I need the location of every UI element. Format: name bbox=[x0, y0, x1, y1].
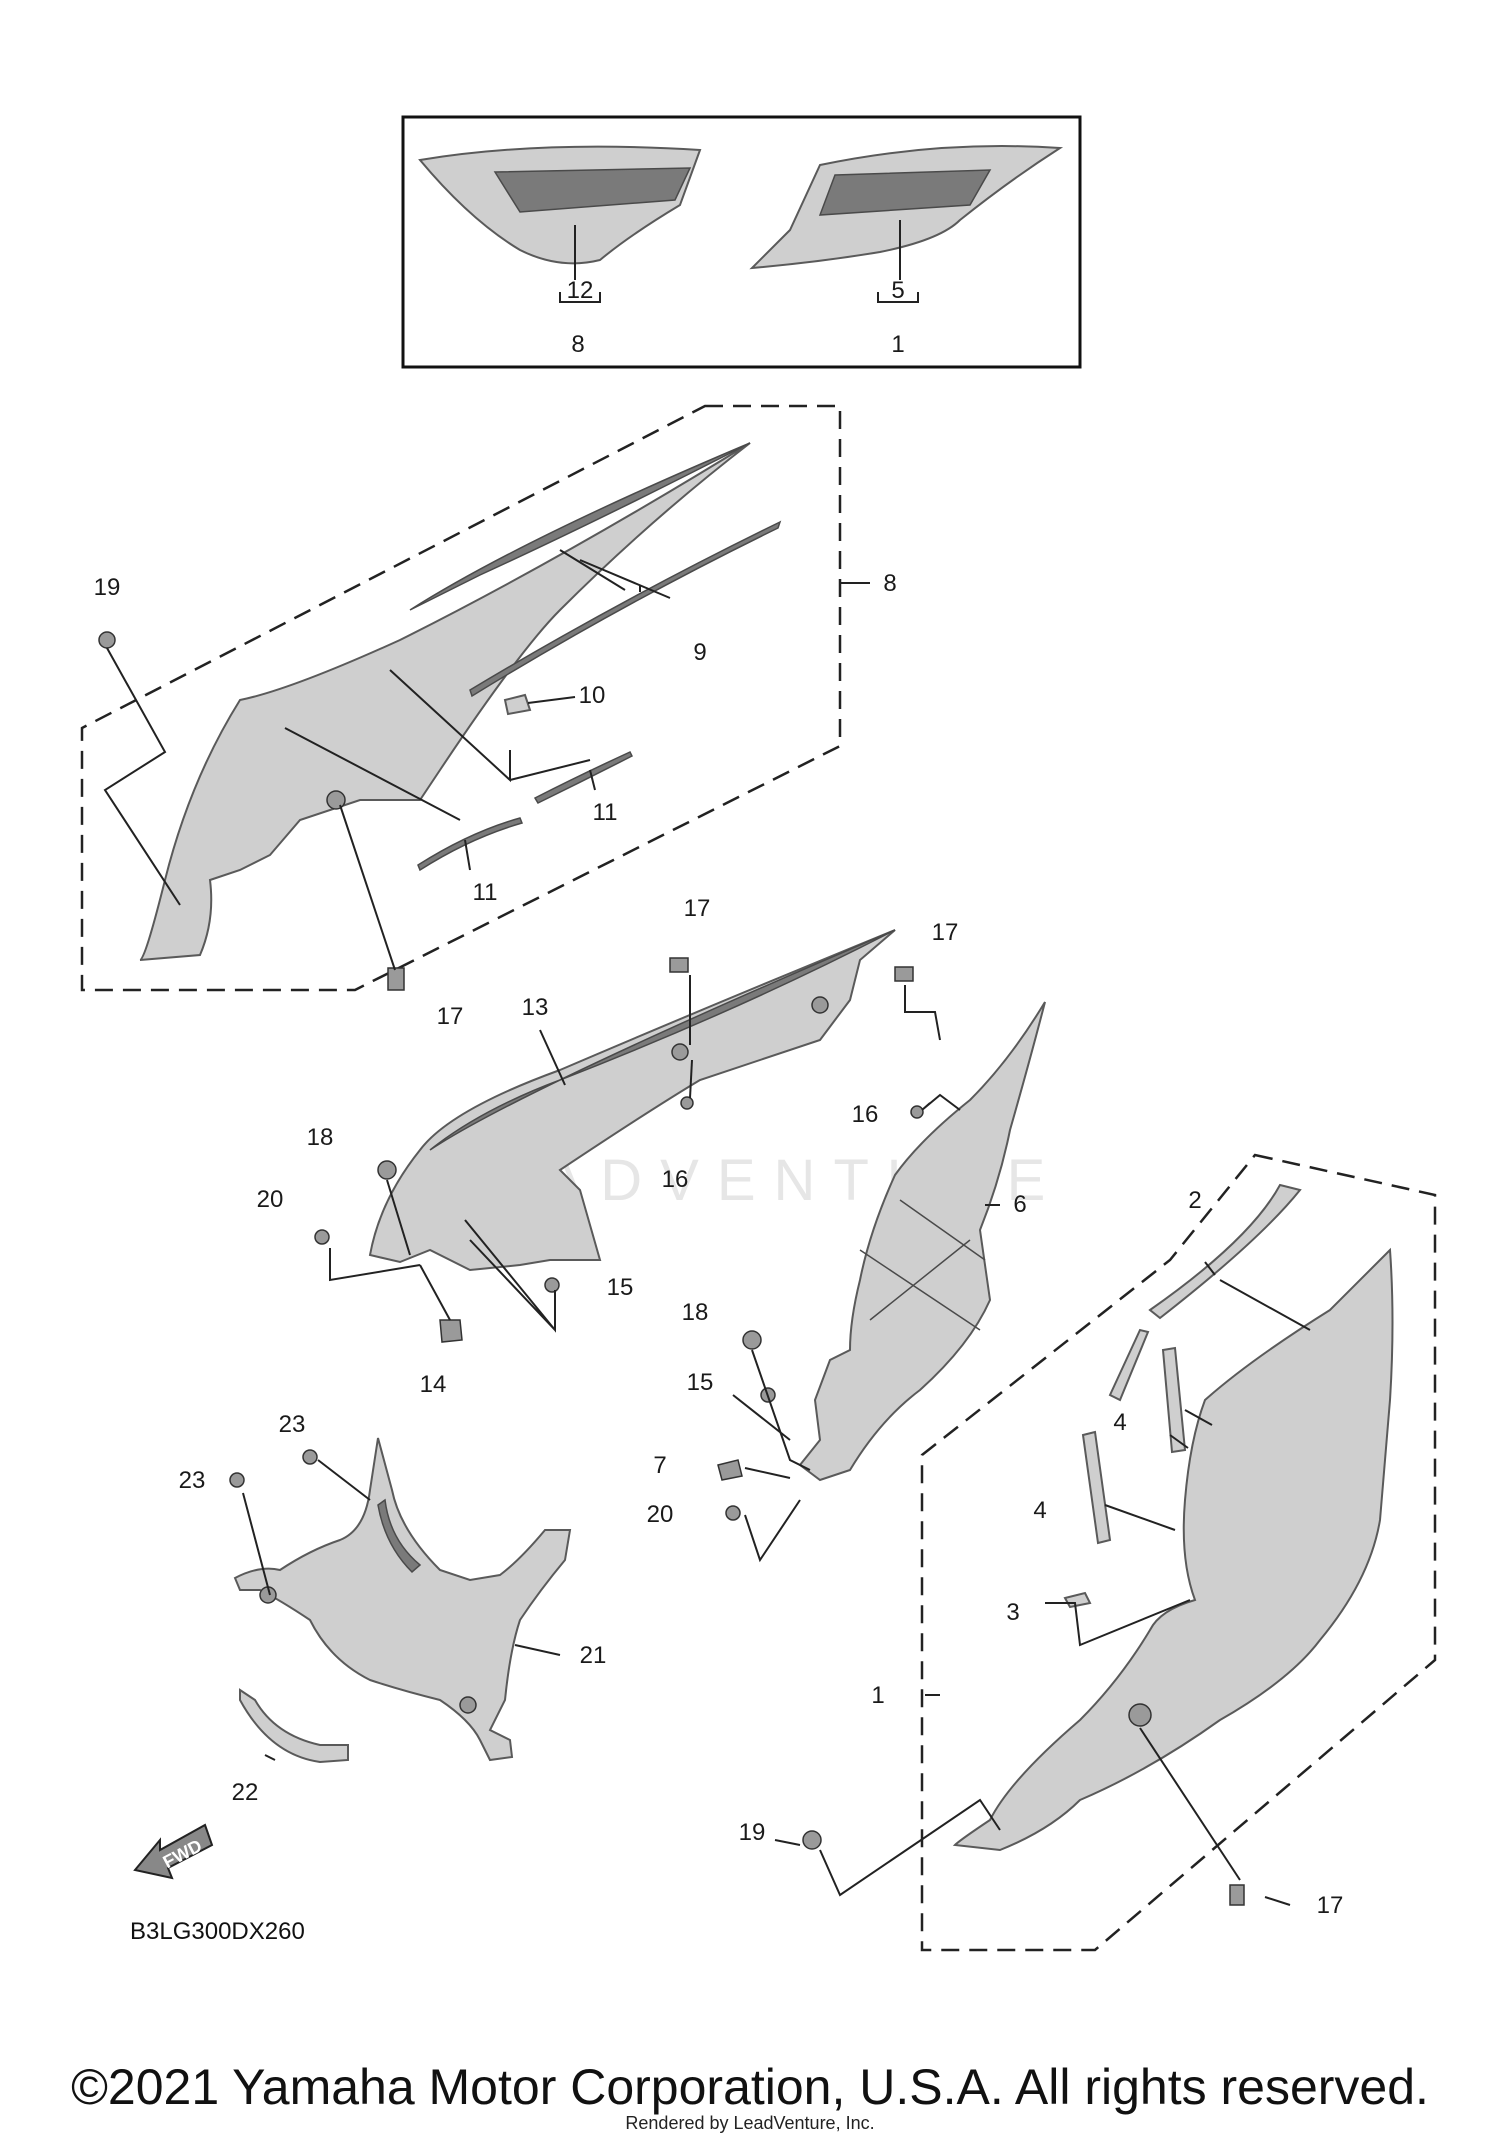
bolt-17-right bbox=[894, 966, 914, 982]
side-cowling-right bbox=[952, 1247, 1394, 1852]
decal-11-lower bbox=[417, 817, 524, 872]
cowling-left-top-stripe bbox=[409, 442, 751, 611]
bolt-19-upper bbox=[98, 631, 116, 649]
nut-15-left bbox=[544, 1277, 560, 1293]
side-cowling-left bbox=[139, 442, 751, 961]
decal-right-stripe bbox=[818, 169, 992, 216]
callout-20-right: 20 bbox=[647, 1501, 674, 1528]
inner-panel-13 bbox=[368, 929, 896, 1272]
callout-14: 14 bbox=[420, 1371, 447, 1398]
callout-21: 21 bbox=[580, 1642, 607, 1669]
nut-16-right bbox=[910, 1105, 924, 1119]
decal-10 bbox=[503, 693, 532, 716]
callout-1-inset: 1 bbox=[891, 331, 904, 358]
callout-2: 2 bbox=[1188, 1187, 1201, 1214]
mount-hole bbox=[326, 790, 346, 810]
callout-23-right: 23 bbox=[279, 1411, 306, 1438]
decal-11-upper bbox=[533, 751, 634, 804]
callout-17-right: 17 bbox=[932, 919, 959, 946]
callout-12: 12 bbox=[567, 277, 594, 304]
clip-7 bbox=[717, 1459, 743, 1481]
clip-14 bbox=[439, 1319, 463, 1343]
callout-18-left: 18 bbox=[307, 1124, 334, 1151]
panel-13-hole-b bbox=[811, 996, 829, 1014]
group-1-outline bbox=[920, 1153, 1437, 1952]
bolt-23-left bbox=[229, 1472, 245, 1488]
bolt-19-lower bbox=[802, 1830, 822, 1850]
decal-left-stripe bbox=[493, 167, 692, 213]
callout-4-upper: 4 bbox=[1113, 1409, 1126, 1436]
decal-9 bbox=[469, 520, 782, 698]
callout-6: 6 bbox=[1013, 1191, 1026, 1218]
callout-9: 9 bbox=[693, 639, 706, 666]
callout-19-lower: 19 bbox=[739, 1819, 766, 1846]
callout-17-mid: 17 bbox=[684, 895, 711, 922]
bolt-18-left bbox=[377, 1160, 397, 1180]
panel-13-top-stripe bbox=[429, 929, 896, 1151]
under-cover-21-rib bbox=[377, 1498, 422, 1574]
rendered-by-text: Rendered by LeadVenture, Inc. bbox=[625, 2113, 875, 2133]
under-cover-hole-b bbox=[459, 1696, 477, 1714]
callout-19-upper: 19 bbox=[94, 574, 121, 601]
callout-13: 13 bbox=[522, 994, 549, 1021]
group-8-outline bbox=[80, 404, 842, 992]
trim-2 bbox=[1148, 1183, 1302, 1320]
clip-20-right bbox=[725, 1505, 741, 1521]
callout-17-upper: 17 bbox=[437, 1003, 464, 1030]
trim-22 bbox=[239, 1688, 349, 1764]
bolt-17-mid bbox=[669, 957, 689, 973]
callout-7: 7 bbox=[653, 1452, 666, 1479]
panel-13-hole-a bbox=[671, 1043, 689, 1061]
callout-8: 8 bbox=[883, 570, 896, 597]
bolt-17-lower bbox=[1229, 1884, 1245, 1906]
clip-20-left bbox=[314, 1229, 330, 1245]
bolt-18-right bbox=[742, 1330, 762, 1350]
callout-4-lower: 4 bbox=[1033, 1497, 1046, 1524]
bolt-17-upper bbox=[387, 967, 405, 991]
cowling-right-hole bbox=[1128, 1703, 1152, 1727]
decal-4-extra bbox=[1108, 1328, 1150, 1402]
diagram-code: B3LG300DX260 bbox=[130, 1918, 305, 1945]
callout-15-right: 15 bbox=[687, 1369, 714, 1396]
fwd-arrow: FWD bbox=[133, 1823, 214, 1880]
bolt-23-right bbox=[302, 1449, 318, 1465]
callout-15-left: 15 bbox=[607, 1274, 634, 1301]
callout-8-inset: 8 bbox=[571, 331, 584, 358]
callout-16-right: 16 bbox=[852, 1101, 879, 1128]
clip-3 bbox=[1063, 1591, 1092, 1609]
callout-3: 3 bbox=[1006, 1599, 1019, 1626]
callout-16-mid: 16 bbox=[662, 1166, 689, 1193]
nut-16-mid bbox=[680, 1096, 694, 1110]
decal-4-upper bbox=[1161, 1346, 1187, 1454]
callout-23-left: 23 bbox=[179, 1467, 206, 1494]
bracket-6-lattice bbox=[859, 1199, 986, 1331]
decal-4-lower bbox=[1081, 1430, 1112, 1545]
callout-11-upper: 11 bbox=[593, 799, 618, 826]
callout-5: 5 bbox=[891, 277, 904, 304]
callout-22: 22 bbox=[232, 1779, 259, 1806]
copyright-text: ©2021 Yamaha Motor Corporation, U.S.A. A… bbox=[71, 2059, 1429, 2115]
callout-20-left: 20 bbox=[257, 1186, 284, 1213]
decal-inset-box bbox=[401, 115, 1082, 369]
callout-11-lower: 11 bbox=[473, 879, 498, 906]
callout-10: 10 bbox=[579, 682, 606, 709]
bracket-6 bbox=[798, 1001, 1046, 1482]
under-cover-21 bbox=[233, 1437, 572, 1762]
callout-1: 1 bbox=[871, 1682, 884, 1709]
callout-18-right: 18 bbox=[682, 1299, 709, 1326]
callout-17-lower: 17 bbox=[1317, 1892, 1344, 1919]
